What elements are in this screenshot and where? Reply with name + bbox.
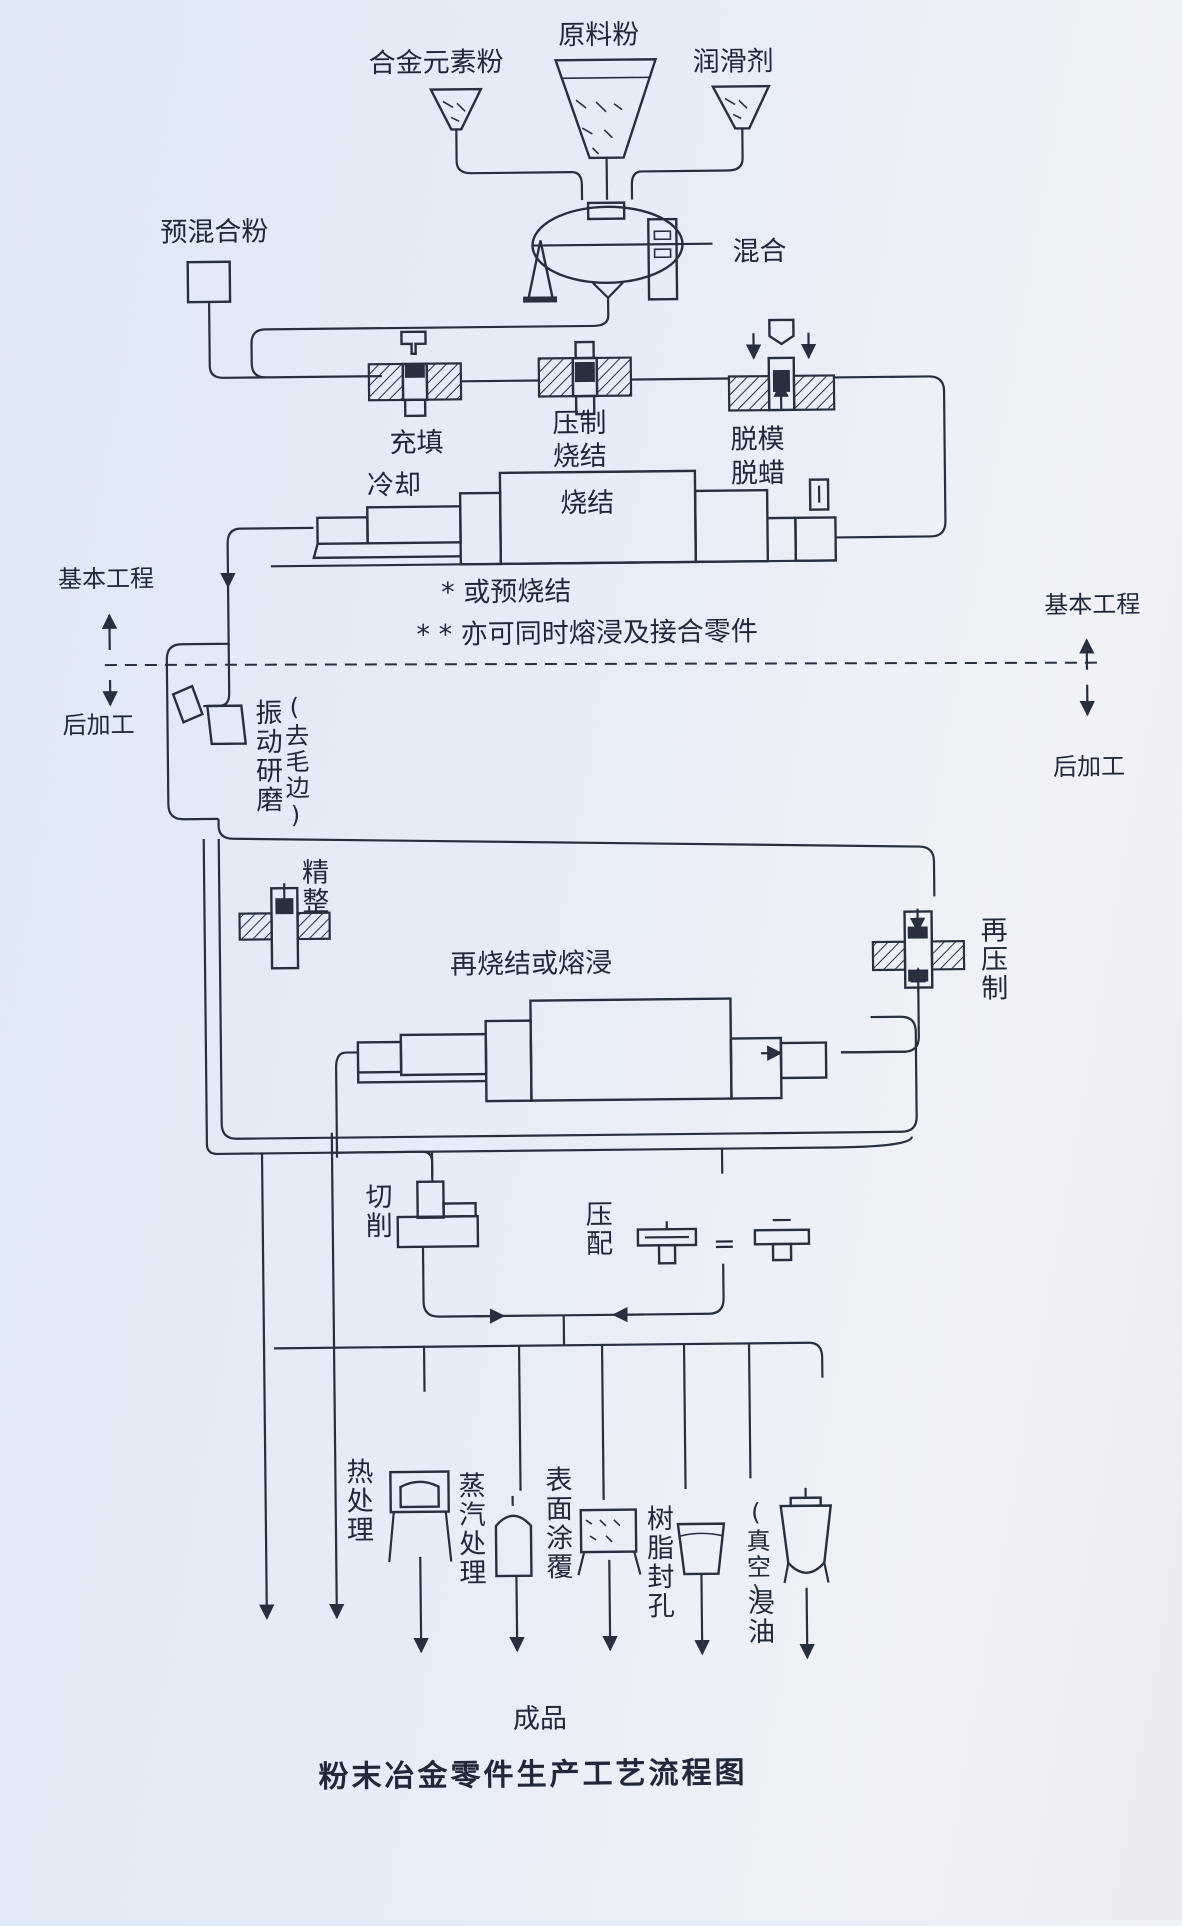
basic-post-boundary-line — [104, 661, 1097, 667]
sizing-die-icon — [238, 883, 331, 970]
steam-vessel-icon — [494, 1495, 533, 1578]
mixing-label: 混合 — [732, 235, 787, 268]
vibration-grinder-icon — [171, 684, 248, 746]
sintering-furnace-icon — [270, 469, 838, 568]
vibration-grinding-label: 振动研磨 — [250, 698, 283, 815]
filling-die-icon — [367, 330, 463, 418]
alloy-powder-hopper-icon — [428, 87, 483, 131]
resin-sealing-label: 树脂封孔 — [641, 1504, 674, 1621]
raw-powder-hopper-icon — [553, 58, 658, 160]
oil-impregnation-label: 浸油 — [742, 1588, 775, 1647]
filling-label: 充填 — [389, 427, 444, 460]
press-fit-label: 压配 — [580, 1199, 613, 1259]
press-fit-equals: = — [712, 1228, 736, 1260]
surface-coating-label: 表面涂覆 — [540, 1465, 573, 1582]
dewax-label: 脱蜡 — [730, 457, 786, 490]
resin-sealing-tank-icon — [676, 1522, 726, 1576]
steam-treatment-label: 蒸汽处理 — [453, 1471, 486, 1588]
alloy-powder-label: 合金元素粉 — [368, 46, 504, 80]
vacuum-oil-impregnation-vessel-icon — [779, 1487, 833, 1584]
premix-label: 预混合粉 — [160, 216, 269, 249]
cooling-label: 冷却 — [366, 469, 422, 502]
cutting-label: 切削 — [360, 1182, 392, 1241]
note-presinter: * 或预烧结 — [440, 576, 572, 609]
cutting-machine-icon — [396, 1180, 480, 1249]
heat-treatment-label: 热处理 — [341, 1457, 374, 1545]
lubricant-label: 润滑剂 — [692, 46, 774, 78]
pressing-label: 压制 — [552, 407, 607, 440]
lubricant-hopper-icon — [710, 84, 771, 130]
ejection-label: 脱模 — [730, 423, 785, 456]
resinter-label: 再烧结或熔浸 — [449, 947, 613, 981]
surface-coating-tank-icon — [577, 1508, 642, 1576]
basic-process-left-label: 基本工程 — [57, 564, 155, 594]
post-process-left-label: 后加工 — [62, 710, 135, 740]
diagram-title: 粉末冶金零件生产工艺流程图 — [318, 1755, 748, 1795]
ejection-die-icon — [727, 318, 836, 412]
raw-powder-label: 原料粉 — [558, 19, 640, 52]
deburr-label: (去毛边) — [280, 692, 310, 832]
note-infiltration: * * 亦可同时熔浸及接合零件 — [416, 616, 758, 651]
repressing-die-icon — [871, 908, 966, 992]
pressing-die-icon — [537, 340, 633, 416]
premix-container-icon — [186, 260, 232, 304]
sintering-label: 烧结 — [560, 487, 615, 520]
post-process-right-label: 后加工 — [1052, 752, 1126, 782]
heat-treatment-furnace-icon — [388, 1470, 453, 1563]
sizing-label: 精整 — [296, 857, 329, 917]
resinter-furnace-icon — [356, 997, 828, 1103]
repressing-label: 再压制 — [975, 915, 1008, 1003]
finished-product-label: 成品 — [512, 1703, 568, 1735]
pressing-sinter-label: 烧结 — [552, 440, 607, 473]
press-fit-icon — [636, 1218, 811, 1265]
mixer-icon — [523, 201, 713, 303]
basic-process-right-label: 基本工程 — [1044, 590, 1141, 620]
